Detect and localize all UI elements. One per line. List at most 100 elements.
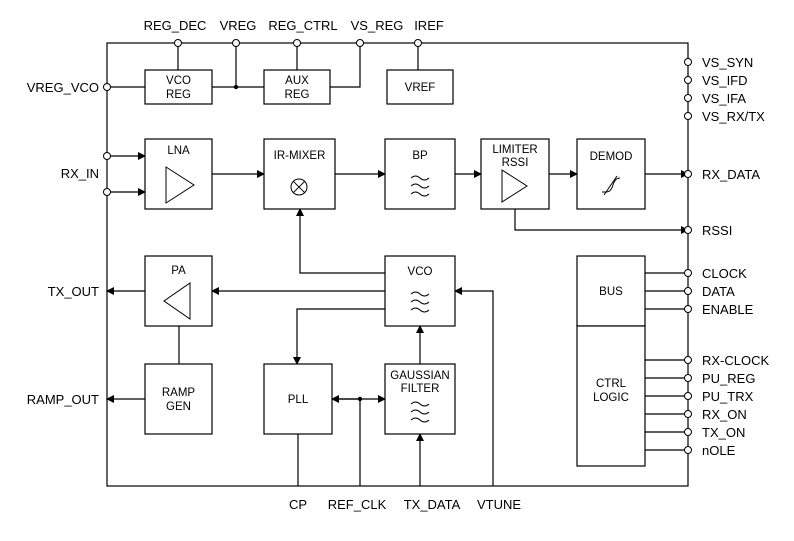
pin-marker-rx-in-1 xyxy=(103,152,111,160)
vco-reg-label-2: REG xyxy=(166,89,191,101)
oscillator-filter-icon xyxy=(410,291,430,313)
pin-label-reg-ctrl: REG_CTRL xyxy=(268,18,337,33)
junction-refclk xyxy=(357,396,363,402)
pin-marker-rx-on xyxy=(684,410,692,418)
pin-label-vreg: VREG xyxy=(220,18,257,33)
gaussian-filter-icon xyxy=(410,401,430,423)
block-bp: BP xyxy=(384,138,456,210)
pin-label-cp: CP xyxy=(289,497,307,512)
pin-marker-rx-data xyxy=(684,170,692,178)
block-vco-reg: VCO REG xyxy=(144,69,213,105)
pin-labels-top: REG_DEC VREG REG_CTRL VS_REG IREF xyxy=(144,18,444,33)
pin-label-data: DATA xyxy=(702,284,735,299)
limiter-triangle-icon xyxy=(501,169,528,203)
pin-label-reg-dec: REG_DEC xyxy=(144,18,207,33)
pin-marker-clock xyxy=(684,269,692,277)
amplifier-triangle-icon xyxy=(165,166,195,204)
pin-label-rx-on: RX_ON xyxy=(702,407,747,422)
gaussian-label: GAUSSIAN xyxy=(390,370,449,382)
pin-marker-tx-on xyxy=(684,428,692,436)
bus-label: BUS xyxy=(599,286,623,298)
pin-label-rx-in: RX_IN xyxy=(61,166,99,181)
pin-label-enable: ENABLE xyxy=(702,302,754,317)
aux-reg-label-1: AUX xyxy=(285,75,309,87)
pin-marker-pu-reg xyxy=(684,374,692,382)
wire-vsreg xyxy=(330,43,361,88)
bp-label: BP xyxy=(412,150,428,162)
pin-label-ramp-out: RAMP_OUT xyxy=(27,392,99,407)
block-ramp-gen: RAMP GEN xyxy=(144,363,213,435)
wire-rssi xyxy=(514,209,689,234)
pin-marker-vs-reg xyxy=(356,39,364,47)
vco-label: VCO xyxy=(408,266,433,278)
ctrl-label: CTRL xyxy=(596,378,627,390)
wire-vtune xyxy=(454,287,494,486)
pin-label-rx-data: RX_DATA xyxy=(702,167,760,182)
pin-label-vtune: VTUNE xyxy=(477,497,521,512)
pin-label-vreg-vco: VREG_VCO xyxy=(27,80,99,95)
pll-label: PLL xyxy=(288,394,309,406)
block-lna: LNA xyxy=(144,138,213,210)
pin-marker-iref xyxy=(414,39,422,47)
demodulator-icon xyxy=(602,175,621,196)
pa-label: PA xyxy=(171,265,186,277)
pin-label-tx-data: TX_DATA xyxy=(404,497,461,512)
pin-labels-bottom: CP REF_CLK TX_DATA VTUNE xyxy=(289,497,521,512)
chip-outline xyxy=(106,42,689,487)
block-demod: DEMOD xyxy=(576,138,646,210)
power-amp-triangle-icon xyxy=(163,282,191,320)
pin-label-rssi: RSSI xyxy=(702,223,732,238)
pin-label-vs-reg: VS_REG xyxy=(351,18,404,33)
pin-labels-right: VS_SYN VS_IFD VS_IFA VS_RX/TX RX_DATA RS… xyxy=(702,55,770,458)
block-ctrl-logic: CTRL LOGIC xyxy=(576,325,646,467)
wire-vco-mixer xyxy=(296,208,385,274)
block-pa: PA xyxy=(144,255,213,327)
block-aux-reg: AUX REG xyxy=(263,69,331,105)
wire-vco-pll xyxy=(293,308,385,365)
block-gaussian-filter: GAUSSIAN FILTER xyxy=(384,363,456,435)
pin-marker-data xyxy=(684,287,692,295)
pin-label-vs-ifa: VS_IFA xyxy=(702,91,746,106)
block-vref: VREF xyxy=(386,69,454,105)
block-pll: PLL xyxy=(263,363,333,435)
pin-label-clock: CLOCK xyxy=(702,266,747,281)
pin-marker-vs-rxtx xyxy=(684,112,692,120)
pin-label-pu-trx: PU_TRX xyxy=(702,389,754,404)
connections xyxy=(106,43,689,486)
block-vco: VCO xyxy=(384,255,456,327)
ramp-label: RAMP xyxy=(162,387,196,399)
pin-label-pu-reg: PU_REG xyxy=(702,371,755,386)
pin-marker-pu-trx xyxy=(684,392,692,400)
pin-label-iref: IREF xyxy=(414,18,444,33)
aux-reg-label-2: REG xyxy=(285,89,310,101)
pin-labels-left: VREG_VCO RX_IN TX_OUT RAMP_OUT xyxy=(27,80,99,407)
block-ir-mixer: IR-MIXER xyxy=(263,138,336,210)
pin-marker-rx-clock xyxy=(684,356,692,364)
pin-marker-rx-in-2 xyxy=(103,188,111,196)
pin-label-vs-ifd: VS_IFD xyxy=(702,73,748,88)
logic-label: LOGIC xyxy=(593,392,629,404)
junctions xyxy=(233,84,363,402)
junction-vreg xyxy=(233,84,239,90)
pin-marker-vs-syn xyxy=(684,58,692,66)
bandpass-filter-icon xyxy=(410,175,430,197)
pin-marker-vreg-vco xyxy=(103,83,111,91)
mixer-icon xyxy=(290,178,308,196)
rssi-label: RSSI xyxy=(502,157,529,169)
pin-marker-rssi xyxy=(684,226,692,234)
demod-label: DEMOD xyxy=(590,151,633,163)
pin-label-tx-on: TX_ON xyxy=(702,425,745,440)
pin-markers xyxy=(103,39,692,454)
pin-marker-vs-ifd xyxy=(684,76,692,84)
pin-marker-vreg xyxy=(232,39,240,47)
pin-label-vs-syn: VS_SYN xyxy=(702,55,753,70)
block-bus: BUS xyxy=(576,255,646,327)
vco-reg-label-1: VCO xyxy=(166,75,191,87)
pin-marker-reg-dec xyxy=(174,39,182,47)
filter-label: FILTER xyxy=(401,383,440,395)
pin-label-rx-clock: RX-CLOCK xyxy=(702,353,770,368)
gen-label: GEN xyxy=(166,401,191,413)
pin-marker-enable xyxy=(684,305,692,313)
